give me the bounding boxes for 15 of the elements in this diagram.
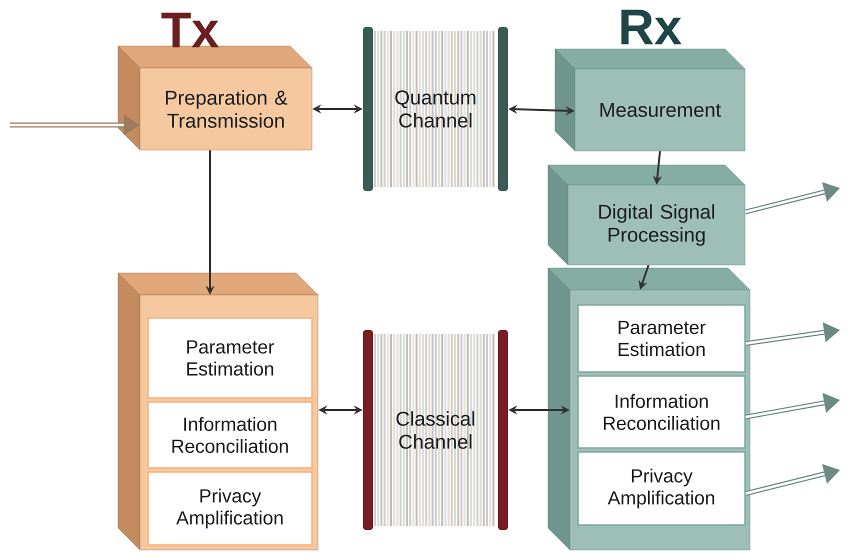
step-box: Privacy Amplification [577, 451, 746, 526]
step-box: Parameter Estimation [147, 317, 313, 399]
step-box: Privacy Amplification [147, 471, 313, 546]
node-label: Quantum Channel [395, 90, 476, 128]
double-arrow [744, 182, 840, 214]
step-box: Parameter Estimation [577, 304, 746, 373]
channel-drawing: Classical Channel [363, 330, 508, 530]
step-box: Information Reconciliation [147, 401, 313, 469]
step-box: Information Reconciliation [577, 375, 746, 449]
node-label: Classical Channel [396, 411, 474, 449]
channel-drawing: Quantum Channel [363, 27, 508, 191]
process-box: Digital Signal Processing [548, 164, 746, 266]
heading: Rx [621, 10, 682, 44]
heading: Tx [161, 12, 219, 48]
process-box: Measurement [554, 48, 746, 152]
